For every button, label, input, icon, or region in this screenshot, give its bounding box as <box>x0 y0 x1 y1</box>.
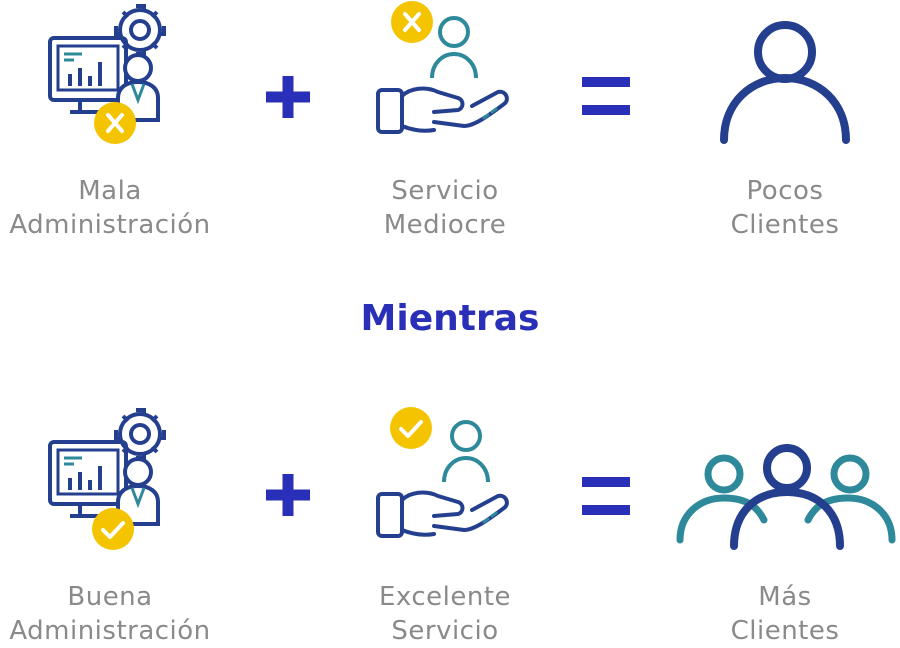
label-pocos-clientes: Pocos Clientes <box>690 174 880 242</box>
label-line: Clientes <box>730 210 840 240</box>
user-icon <box>720 21 850 144</box>
plus-icon <box>266 76 310 118</box>
label-line: Pocos <box>746 176 824 206</box>
label-line: Clientes <box>730 616 840 646</box>
label-mas-clientes: Más Clientes <box>690 580 880 648</box>
label-line: Más <box>758 582 812 612</box>
plus-icon <box>266 474 310 516</box>
label-mala-administracion: Mala Administración <box>0 174 220 242</box>
equals-icon <box>582 477 630 515</box>
hand-user-icon <box>376 16 509 134</box>
label-line: Buena <box>67 582 153 612</box>
label-line: Mediocre <box>383 210 507 240</box>
x-badge-icon <box>94 102 136 144</box>
label-servicio-mediocre: Servicio Mediocre <box>340 174 550 242</box>
check-badge-icon <box>390 407 432 449</box>
label-line: Administración <box>9 210 211 240</box>
x-badge-icon <box>391 1 433 43</box>
label-line: Servicio <box>391 616 499 646</box>
label-line: Mala <box>78 176 142 206</box>
hand-user-icon <box>376 420 509 538</box>
equals-icon <box>582 77 630 115</box>
users-group-icon <box>676 444 896 550</box>
label-line: Servicio <box>391 176 499 206</box>
middle-title: Mientras <box>360 298 540 339</box>
label-line: Excelente <box>378 582 512 612</box>
check-badge-icon <box>92 508 134 550</box>
label-buena-administracion: Buena Administración <box>0 580 220 648</box>
label-line: Administración <box>9 616 211 646</box>
label-excelente-servicio: Excelente Servicio <box>340 580 550 648</box>
